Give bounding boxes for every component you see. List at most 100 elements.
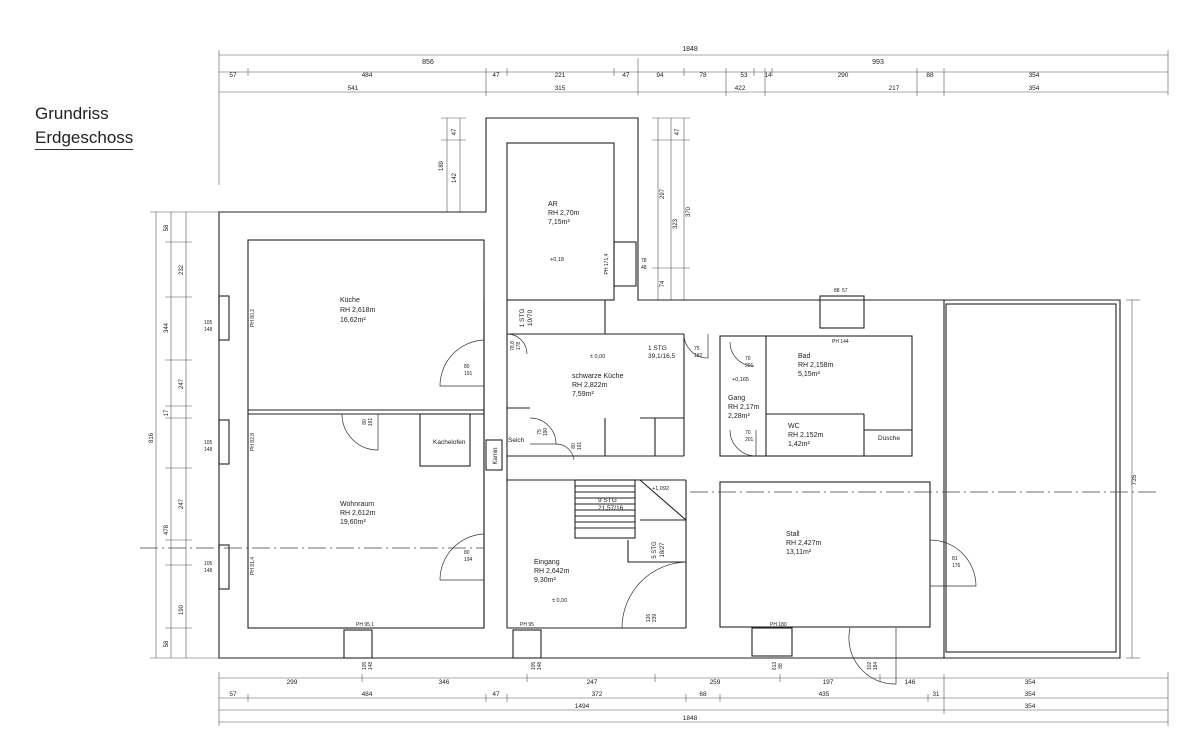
level-gang: +0,165 bbox=[732, 377, 749, 383]
level-eingang: ± 0,00 bbox=[552, 598, 567, 604]
label-seich: Seich bbox=[508, 437, 525, 444]
parapet: PH 144 bbox=[832, 339, 849, 345]
plan-title-line1: Grundriss bbox=[35, 104, 109, 123]
label-kamin: Kamin bbox=[493, 447, 499, 464]
parapet: PH 171,4 bbox=[604, 253, 610, 274]
opening: 70 bbox=[745, 356, 751, 362]
dim-top-right: 993 bbox=[872, 59, 884, 66]
dim-label: 142 bbox=[452, 172, 458, 183]
dim-label: 94 bbox=[656, 72, 664, 79]
room-wohnraum: Wohnraum RH 2,612m 19,60m² bbox=[340, 501, 376, 526]
level-ar: +0,18 bbox=[550, 257, 564, 263]
dim-bottom-row1: 299 346 247 259 197 146 354 bbox=[287, 679, 1036, 686]
room-height: RH 2,17m bbox=[728, 404, 760, 411]
room-area: 7,15m² bbox=[548, 219, 570, 226]
dimension-chain-left bbox=[150, 211, 219, 659]
stair-5: 5 STG bbox=[652, 541, 658, 559]
opening: 80 bbox=[464, 550, 470, 556]
dim-label: 221 bbox=[555, 72, 566, 79]
opening: 80 bbox=[362, 419, 368, 425]
dim-label: 354 bbox=[1029, 72, 1040, 79]
dim-label: 247 bbox=[179, 498, 185, 509]
opening: 191 bbox=[368, 418, 374, 427]
dim-label: 354 bbox=[1025, 679, 1036, 686]
parapet: PH 95 bbox=[520, 622, 534, 628]
stair-1b-sub: 39,1/16,5 bbox=[648, 353, 675, 360]
dim-left-overall: 816 bbox=[149, 432, 155, 443]
room-bad: Bad RH 2,158m 5,15m² bbox=[798, 353, 834, 378]
dim-label: 74 bbox=[660, 280, 666, 287]
dim-label: 422 bbox=[735, 85, 746, 92]
opening-labels: 105 148 105 148 105 148 105 148 105 148 … bbox=[204, 258, 961, 670]
room-area: 13,11m² bbox=[786, 549, 812, 556]
opening: 148 bbox=[204, 327, 213, 333]
dim-label: 484 bbox=[362, 691, 373, 698]
dim-label: 58 bbox=[164, 224, 170, 231]
opening: 105 bbox=[204, 320, 213, 326]
dim-top-left: 856 bbox=[422, 59, 434, 66]
opening: 148 bbox=[204, 447, 213, 453]
parapet: PH 91,4 bbox=[250, 557, 256, 575]
plan-title-line2: Erdgeschoss bbox=[35, 128, 134, 150]
opening: 239 bbox=[652, 614, 658, 623]
room-area: 16,62m² bbox=[340, 317, 366, 324]
dim-label: 315 bbox=[555, 85, 566, 92]
dim-left-labels: 58 232 344 17 247 478 247 190 58 816 bbox=[149, 224, 185, 647]
dim-label: 47 bbox=[492, 72, 500, 79]
room-area: 19,60m² bbox=[340, 519, 366, 526]
opening: 182 bbox=[694, 353, 703, 359]
dim-label: 57 bbox=[229, 72, 237, 79]
dim-label: 247 bbox=[587, 679, 598, 686]
opening: 102 bbox=[867, 662, 873, 671]
stair-1b: 1 STG bbox=[648, 345, 667, 352]
room-stall: Stall RH 2,427m 13,11m² bbox=[786, 531, 822, 556]
opening: 148 bbox=[204, 568, 213, 574]
dim-label: 57 bbox=[229, 691, 237, 698]
dim-label: 297 bbox=[660, 188, 666, 199]
opening: 105 bbox=[204, 440, 213, 446]
room-area: 2,28m² bbox=[728, 413, 750, 420]
opening: 48 bbox=[641, 265, 647, 271]
room-area: 9,30m² bbox=[534, 577, 556, 584]
stair-9: 9 STG bbox=[598, 497, 617, 504]
room-height: RH 2,70m bbox=[548, 210, 580, 217]
opening: 70 bbox=[745, 430, 751, 436]
room-height: RH 2,427m bbox=[786, 540, 822, 547]
dim-label: 372 bbox=[592, 691, 603, 698]
opening: 148 bbox=[368, 662, 374, 671]
dim-right-label: 735 bbox=[1131, 474, 1138, 485]
room-gang: Gang RH 2,17m 2,28m² bbox=[728, 395, 760, 420]
dim-label: 370 bbox=[686, 206, 692, 217]
room-name: AR bbox=[548, 201, 558, 208]
room-area: 5,15m² bbox=[798, 371, 820, 378]
opening: 88 bbox=[778, 663, 784, 669]
opening: 184 bbox=[873, 662, 879, 671]
opening: 81 bbox=[952, 556, 958, 562]
dim-label: 47 bbox=[492, 691, 500, 698]
dim-label: 197 bbox=[823, 679, 834, 686]
room-name: Eingang bbox=[534, 559, 560, 566]
dim-label: 541 bbox=[348, 85, 359, 92]
dim-label: 354 bbox=[1025, 691, 1036, 698]
room-schwarze-kueche: schwarze Küche RH 2,822m 7,59m² bbox=[572, 373, 623, 398]
dim-bottom-overall: 1848 bbox=[683, 715, 698, 722]
walls bbox=[218, 117, 1121, 659]
opening: 105 bbox=[362, 662, 368, 671]
opening: 57 bbox=[842, 288, 848, 294]
door-swings bbox=[341, 333, 977, 685]
dim-label: 47 bbox=[622, 72, 630, 79]
dim-label: 146 bbox=[905, 679, 916, 686]
parapet-labels: PH 80,2 PH 82,8 PH 91,4 PH 171,4 PH 95,1… bbox=[250, 253, 849, 628]
dim-label: 478 bbox=[164, 524, 170, 535]
room-ar: AR RH 2,70m 7,15m² bbox=[548, 201, 580, 226]
room-name: Stall bbox=[786, 531, 800, 538]
dim-label: 323 bbox=[673, 218, 679, 229]
level-marks: +0,18 ± 0,00 +0,165 +1,092 ± 0,00 bbox=[550, 257, 749, 604]
opening: 105 bbox=[204, 561, 213, 567]
dim-label: 484 bbox=[362, 72, 373, 79]
axis-lines bbox=[140, 491, 1160, 549]
room-name: Küche bbox=[340, 297, 360, 304]
room-height: RH 2,642m bbox=[534, 568, 570, 575]
room-eingang: Eingang RH 2,642m 9,30m² bbox=[534, 559, 570, 584]
